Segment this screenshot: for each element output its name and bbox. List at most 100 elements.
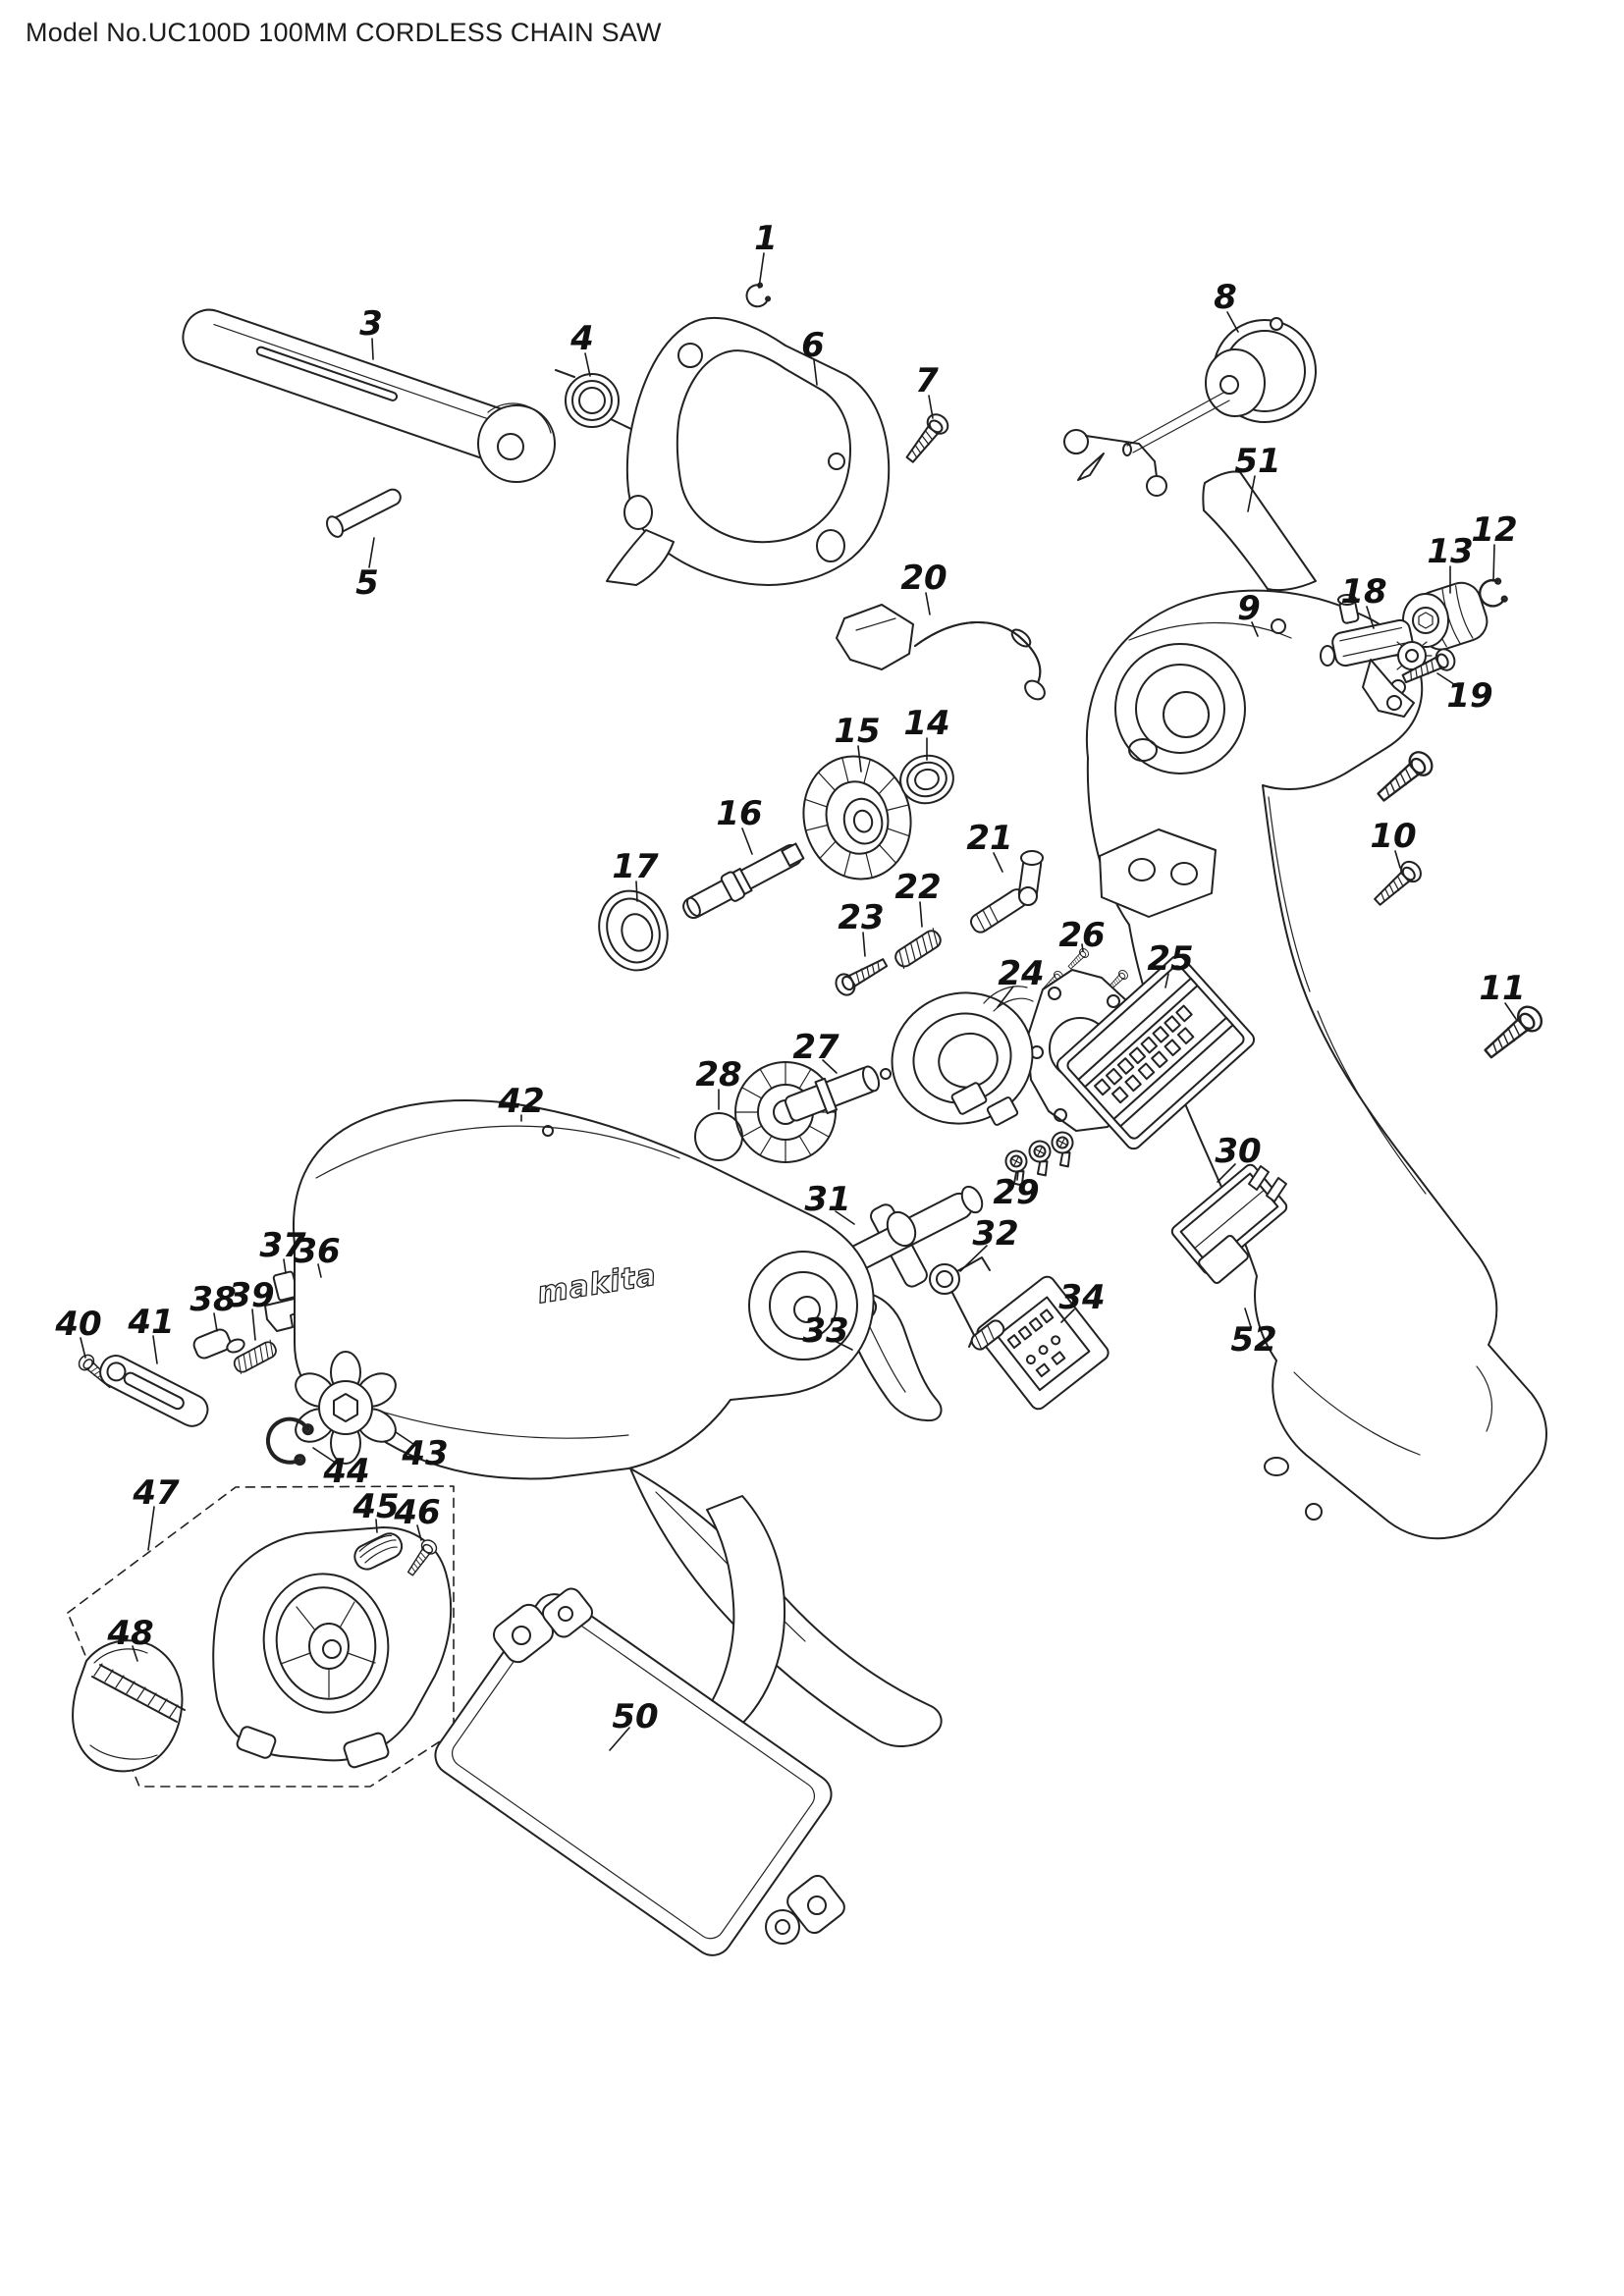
- leader-part-16: [741, 828, 753, 855]
- part-6-drawing: [606, 316, 891, 586]
- part-label-1: 1: [754, 219, 778, 258]
- leader-part-11: [1504, 1002, 1517, 1020]
- part-label-22: 22: [894, 868, 941, 907]
- part-label-50: 50: [612, 1697, 658, 1736]
- part-label-14: 14: [903, 704, 949, 743]
- leader-part-51: [1247, 475, 1256, 512]
- leader-part-1: [758, 252, 765, 289]
- part-label-39: 39: [228, 1276, 274, 1315]
- leader-part-47: [147, 1506, 155, 1551]
- part-label-6: 6: [801, 326, 825, 365]
- leader-part-15: [857, 745, 862, 773]
- part-label-31: 31: [804, 1180, 850, 1219]
- part-label-42: 42: [497, 1082, 544, 1121]
- part-13-drawing: [1402, 581, 1489, 651]
- leader-part-32: [959, 1245, 988, 1272]
- leader-part-48: [132, 1645, 138, 1662]
- part-14-drawing: [899, 754, 954, 805]
- leader-part-52: [1244, 1308, 1252, 1328]
- part-label-26: 26: [1058, 916, 1105, 955]
- part-47-drawing: [212, 1526, 453, 1769]
- part-label-5: 5: [355, 563, 379, 603]
- part-1-drawing: [741, 280, 773, 312]
- part-15-drawing: [802, 755, 912, 881]
- leader-part-12: [1492, 544, 1495, 582]
- part-47-boundary: [67, 1485, 455, 1788]
- part-27-drawing: [734, 1061, 892, 1163]
- leader-part-24: [997, 986, 1014, 1008]
- part-label-36: 36: [294, 1232, 340, 1271]
- part-label-15: 15: [834, 712, 880, 751]
- part-7-drawing: [900, 409, 953, 468]
- leader-part-43: [395, 1431, 417, 1447]
- part-22-drawing: [892, 927, 945, 971]
- part-label-41: 41: [127, 1303, 174, 1342]
- part-label-9: 9: [1237, 589, 1261, 628]
- part-label-13: 13: [1427, 532, 1473, 571]
- part-label-12: 12: [1471, 510, 1517, 550]
- part-21-drawing: [970, 850, 1044, 934]
- part-23-drawing: [831, 952, 892, 999]
- part-label-3: 3: [359, 304, 383, 344]
- part-label-10: 10: [1370, 817, 1416, 856]
- part-28-drawing: [694, 1112, 743, 1161]
- part-label-34: 34: [1058, 1278, 1105, 1317]
- leader-part-34: [1060, 1308, 1075, 1323]
- part-38-drawing: [192, 1328, 245, 1360]
- leader-part-7: [928, 395, 934, 419]
- part-label-32: 32: [972, 1214, 1018, 1254]
- part-label-28: 28: [695, 1055, 741, 1095]
- part-label-7: 7: [915, 361, 939, 400]
- leader-part-46: [416, 1524, 422, 1541]
- part-label-46: 46: [393, 1493, 440, 1532]
- leader-part-31: [835, 1210, 855, 1225]
- part-label-8: 8: [1214, 278, 1237, 317]
- leader-part-22: [919, 901, 923, 928]
- leader-part-39: [251, 1308, 256, 1341]
- part-label-44: 44: [322, 1452, 369, 1491]
- part-30-drawing: [1170, 1163, 1288, 1284]
- part-label-29: 29: [993, 1173, 1039, 1212]
- part-41-drawing: [99, 1355, 209, 1427]
- part-18-drawing: [1320, 594, 1433, 718]
- leader-part-9: [1251, 621, 1259, 637]
- part-43-drawing: [295, 1351, 397, 1465]
- part-label-24: 24: [998, 954, 1044, 993]
- part-label-25: 25: [1147, 939, 1193, 979]
- part-3-drawing: [182, 308, 556, 483]
- part-51-drawing: [1202, 470, 1317, 592]
- leader-part-25: [1164, 973, 1169, 988]
- part-9-drawing: [1085, 589, 1547, 1540]
- leader-part-36: [317, 1263, 322, 1278]
- part-17-drawing: [598, 889, 669, 972]
- leader-part-20: [925, 592, 931, 615]
- part-50-drawing: [434, 1587, 833, 1956]
- part-5-drawing: [326, 488, 402, 538]
- part-label-43: 43: [401, 1434, 448, 1473]
- part-label-4: 4: [569, 319, 594, 358]
- part-34-drawing: [970, 1275, 1110, 1411]
- leader-part-23: [862, 932, 866, 957]
- leader-part-5: [368, 537, 375, 568]
- part-label-47: 47: [132, 1473, 180, 1513]
- leader-part-27: [822, 1059, 838, 1074]
- part-label-21: 21: [966, 819, 1012, 858]
- part-label-52: 52: [1230, 1320, 1276, 1360]
- part-11-drawing: [1479, 1000, 1547, 1065]
- part-label-30: 30: [1215, 1132, 1261, 1171]
- leader-part-19: [1436, 672, 1461, 689]
- part-label-33: 33: [802, 1311, 848, 1351]
- part-label-27: 27: [792, 1028, 839, 1067]
- part-label-18: 18: [1340, 572, 1386, 612]
- leader-part-17: [635, 881, 638, 902]
- leader-part-44: [312, 1447, 338, 1465]
- part-label-23: 23: [838, 898, 884, 937]
- part-16-drawing: [682, 842, 805, 920]
- part-label-37: 37: [259, 1226, 306, 1265]
- part-label-45: 45: [352, 1487, 399, 1526]
- leader-part-41: [152, 1335, 158, 1364]
- leader-part-10: [1394, 850, 1401, 869]
- leader-part-21: [993, 852, 1003, 873]
- part-8-drawing: [1063, 317, 1317, 497]
